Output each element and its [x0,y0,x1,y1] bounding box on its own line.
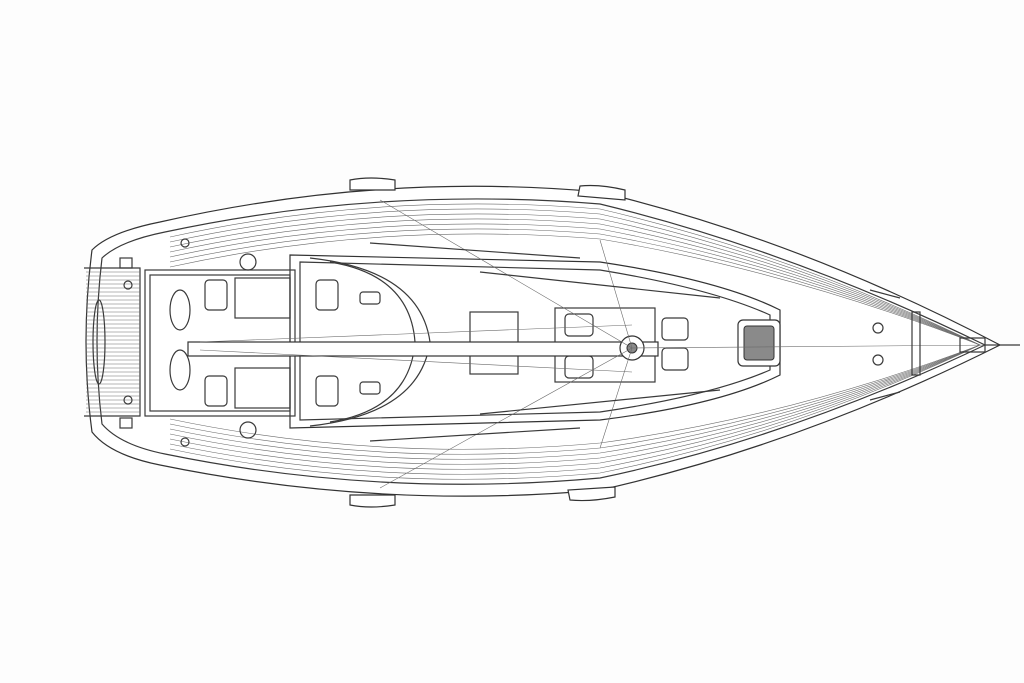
deck-hardware [119,177,1020,508]
deck-plank-line [169,208,981,346]
deck-plank-line [169,344,981,470]
deck-plank-line [169,344,981,475]
deck-plank-line [169,213,981,346]
deck-plank-line [169,344,981,465]
deck-plank-line [169,344,981,455]
deck-plank-line [169,344,981,460]
deck-plank-line [169,223,981,346]
deck-plank-line [169,218,981,346]
transom [84,267,141,417]
deck-plank-line [169,344,981,450]
deck-plank-line [169,233,981,346]
deck-plank-line [169,203,981,346]
deck-plank-line [169,344,981,480]
deck-plank-line [169,228,981,346]
